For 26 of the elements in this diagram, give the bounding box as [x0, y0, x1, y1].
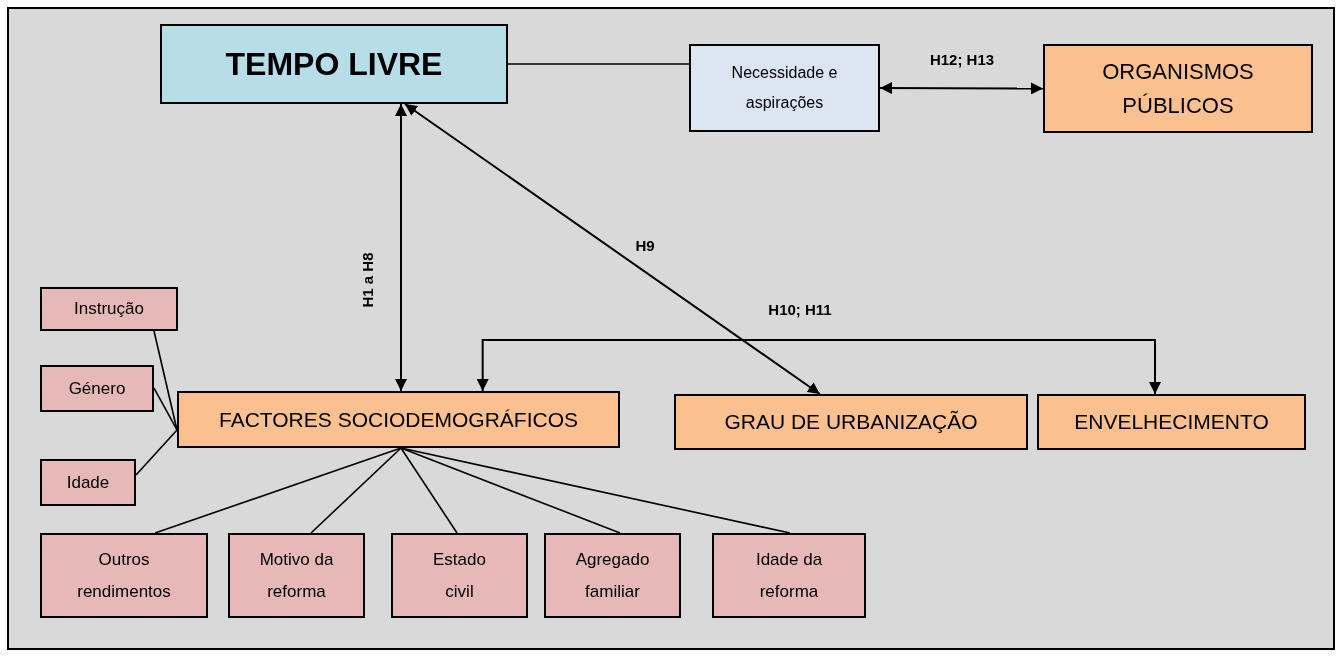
arrow — [879, 82, 1044, 95]
arrow — [404, 103, 821, 395]
arrow — [395, 103, 407, 392]
concept-box: Estado civil — [391, 533, 528, 618]
connector-line — [400, 447, 458, 534]
concept-box: Idade — [40, 459, 136, 506]
concept-box: TEMPO LIVRE — [160, 24, 508, 104]
concept-box: Agregado familiar — [544, 533, 681, 618]
concept-box: Outros rendimentos — [40, 533, 208, 618]
connector-line — [135, 429, 178, 476]
connector-line — [153, 387, 178, 431]
concept-box: Idade da reforma — [712, 533, 866, 618]
connector-line — [400, 447, 621, 534]
concept-box: GRAU DE URBANIZAÇÃO — [674, 394, 1028, 450]
concept-box: Motivo da reforma — [228, 533, 365, 618]
concept-box: Necessidade e aspirações — [689, 44, 880, 132]
concept-box: ENVELHECIMENTO — [1037, 394, 1306, 450]
concept-box: FACTORES SOCIODEMOGRÁFICOS — [177, 391, 620, 448]
connector-line — [507, 63, 690, 65]
connector-line — [154, 447, 402, 534]
concept-box: Género — [40, 365, 154, 412]
connector-line — [400, 447, 791, 534]
arrow — [476, 339, 1161, 395]
concept-box: Instrução — [40, 287, 178, 331]
connector-line — [310, 447, 402, 534]
concept-box: ORGANISMOS PÚBLICOS — [1043, 44, 1313, 133]
